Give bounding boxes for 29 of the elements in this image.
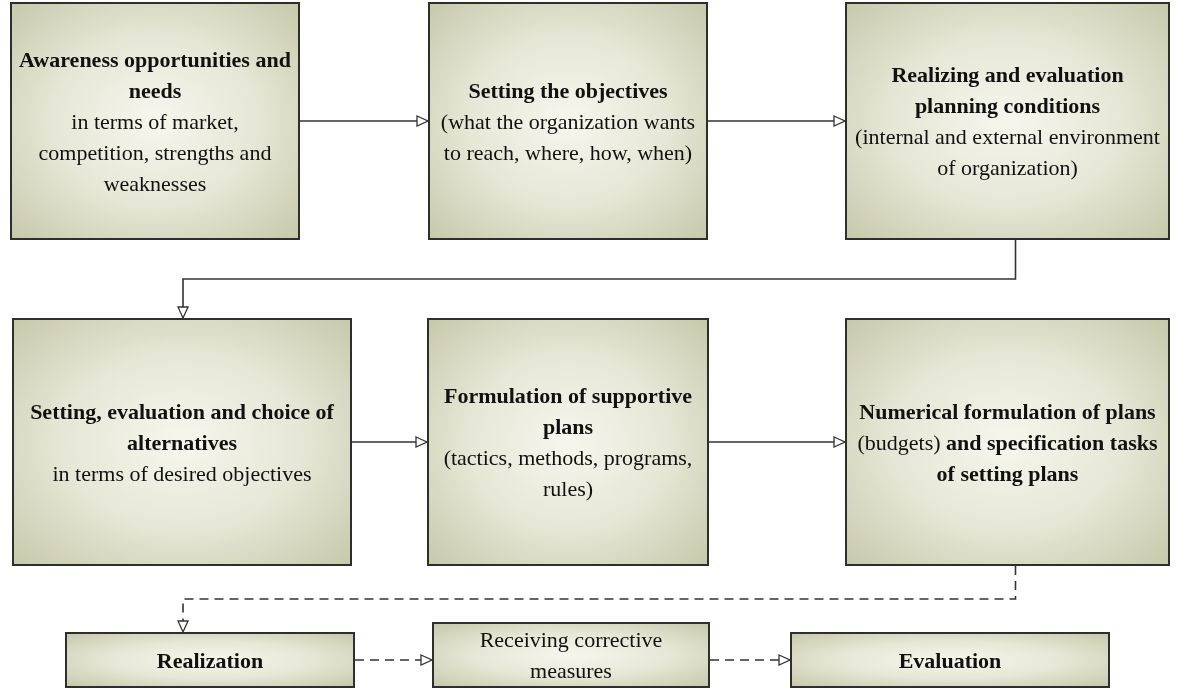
box-text: Formulation of supportive plans: [442, 382, 694, 441]
box-text: Numerical formulation of plans (budgets) and specification tasks of setting plans: [856, 397, 1159, 488]
arrow: [177, 565, 1017, 633]
process-box: [427, 318, 709, 566]
box-description: in terms of desired objectives: [52, 459, 312, 488]
process-box: [432, 622, 710, 688]
arrow: [354, 654, 433, 666]
process-box: [12, 318, 352, 566]
process-box: [10, 2, 300, 240]
arrow: [351, 436, 428, 448]
process-box: [428, 2, 708, 240]
box-text: Realization: [156, 646, 264, 675]
arrow: [177, 239, 1017, 319]
box-description: (what the organization wants to reach, where, how, when): [439, 107, 697, 167]
box-description: in terms of market, competition, strengths and weaknesses: [37, 107, 273, 198]
process-box: [65, 632, 355, 688]
arrow: [707, 115, 846, 127]
box-description: (tactics, methods, programs, rules): [442, 444, 694, 503]
arrow: [709, 654, 791, 666]
process-box: [845, 2, 1170, 240]
box-text: Realizing and evaluation planning conditions: [890, 61, 1125, 120]
box-text: Receiving corrective measures: [478, 626, 664, 685]
box-text: Setting the objectives: [468, 76, 668, 105]
box-description: (internal and external environment of organization): [854, 123, 1161, 182]
box-text: Evaluation: [898, 646, 1002, 675]
arrow: [708, 436, 846, 448]
process-box: [845, 318, 1170, 566]
arrow: [299, 115, 429, 127]
process-box: [790, 632, 1110, 688]
